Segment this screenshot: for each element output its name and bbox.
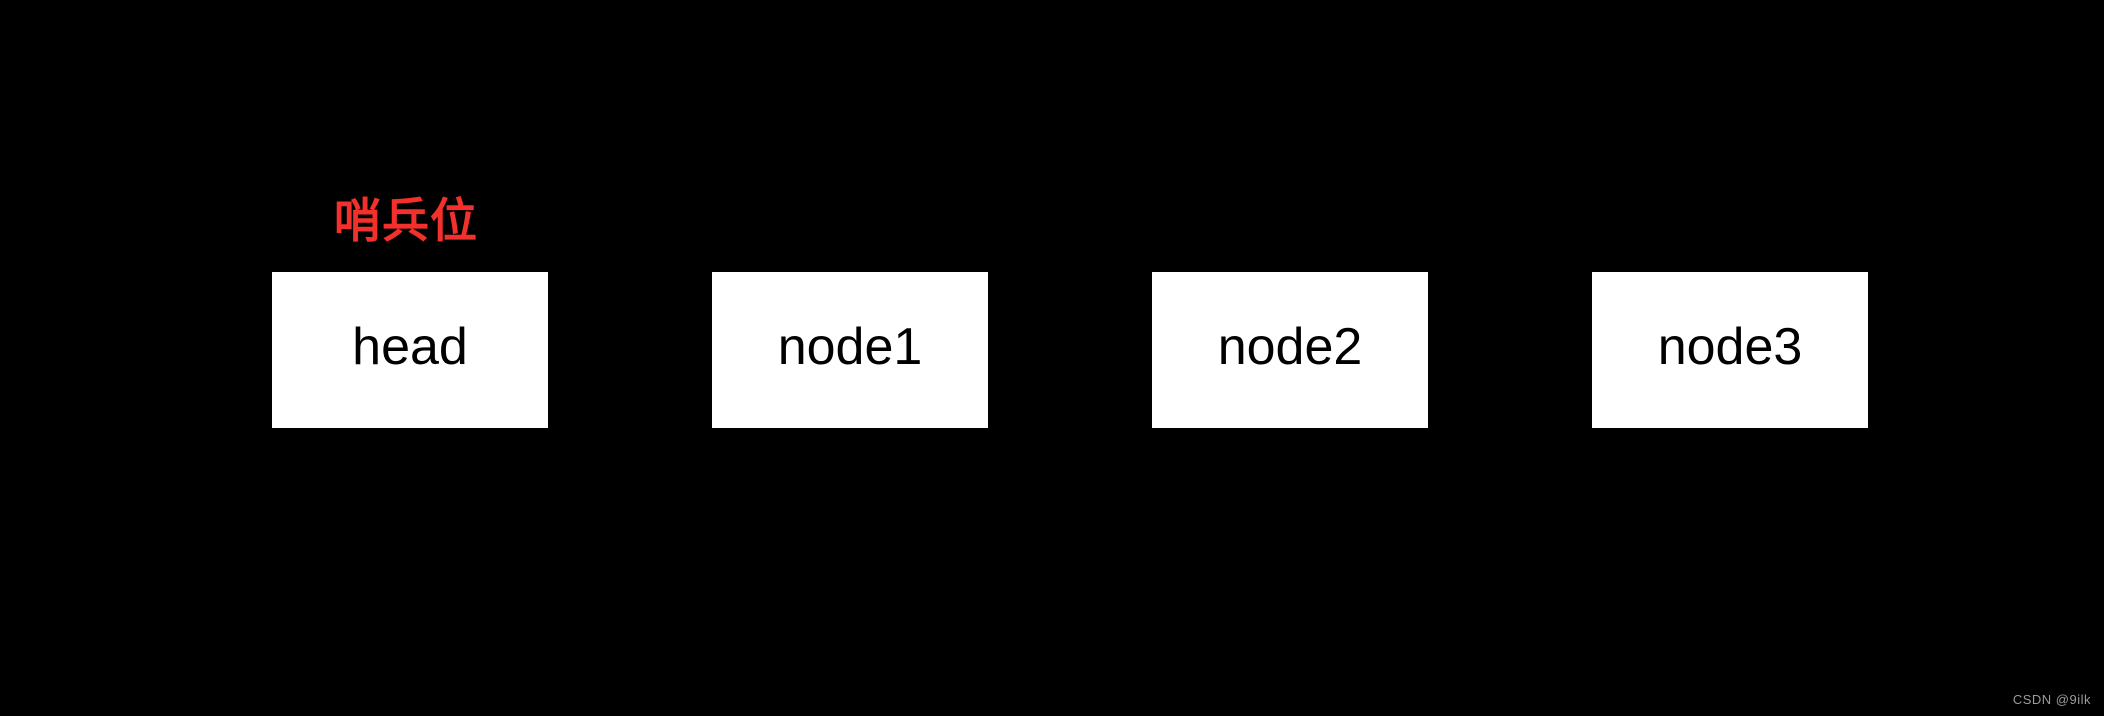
node-label-head: head: [352, 318, 468, 376]
node-label-node1: node1: [777, 318, 923, 376]
node-box-node3: node3: [1592, 272, 1868, 428]
node-label-node2: node2: [1217, 318, 1363, 376]
csdn-watermark: CSDN @9ilk: [2012, 692, 2091, 707]
node-box-node2: node2: [1152, 272, 1428, 428]
node-box-head: head: [272, 272, 548, 428]
node-label-node3: node3: [1657, 318, 1803, 376]
node-box-node1: node1: [712, 272, 988, 428]
sentinel-position-label: 哨兵位: [334, 194, 478, 249]
